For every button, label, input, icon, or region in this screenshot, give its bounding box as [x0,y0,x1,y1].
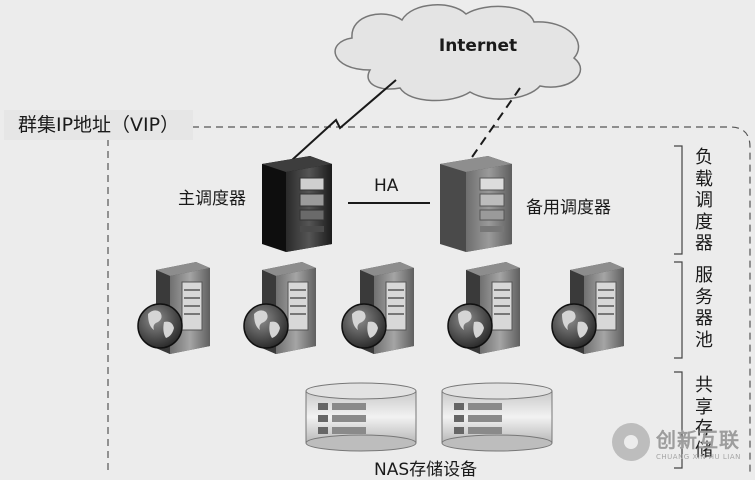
watermark: 创新互联 CHUANG XIN HU LIAN [612,418,752,466]
watermark-name: 创新互联 [656,427,740,452]
cluster-boundary [107,126,751,475]
web-server-2 [243,261,317,355]
primary-director-icon [262,156,332,252]
primary-director-label: 主调度器 [178,189,246,209]
web-server-1 [137,261,211,355]
cloud-icon [334,4,582,102]
bracket-shared-storage [674,371,683,469]
watermark-sub: CHUANG XIN HU LIAN [656,452,741,461]
backup-director-icon [440,156,512,252]
web-server-3 [341,261,415,355]
backup-director-label: 备用调度器 [526,198,611,218]
watermark-logo-icon [612,423,650,461]
bracket-load-balancer [674,145,683,255]
vip-label: 群集IP地址（VIP） [4,110,194,140]
tier-server-pool: 服务器池 [695,265,713,351]
web-server-5 [551,261,625,355]
nas-disk-1 [305,382,417,452]
web-server-4 [447,261,521,355]
bracket-server-pool [674,261,683,359]
internet-label: Internet [438,36,518,56]
tier-shared-storage: 共享存储 [695,375,713,461]
tier-load-balancer: 负载调度器 [695,147,713,254]
nas-disk-2 [441,382,553,452]
storage-label: NAS存储设备 [374,460,478,480]
primary-link [291,79,397,161]
ha-label: HA [374,176,399,196]
